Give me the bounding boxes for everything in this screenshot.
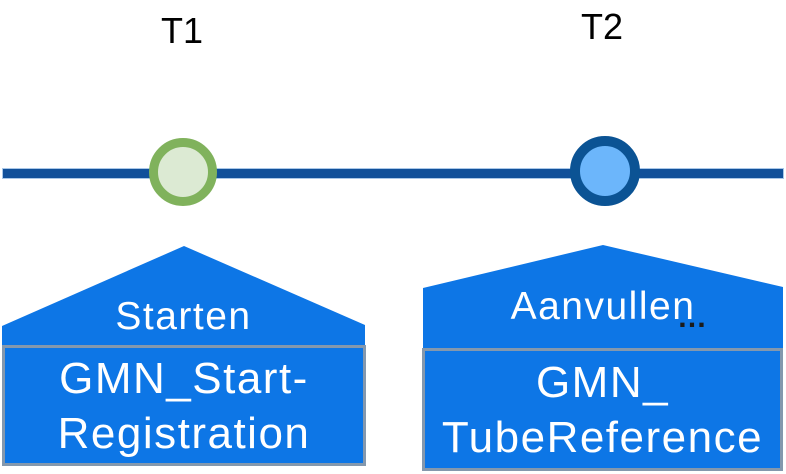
time-label-t2: T2 [580, 6, 623, 47]
t2-marker-circle [570, 136, 640, 206]
t2-action-pentagon: Aanvullen [423, 245, 783, 349]
t1-marker-circle [149, 138, 217, 206]
truncation-ellipsis: … [677, 301, 709, 334]
t1-action-pentagon: Starten [2, 246, 365, 347]
t2-message-line-2: TubeReference [441, 412, 764, 462]
t2-action-label: Aanvullen [510, 285, 696, 328]
t1-message-box: GMN_Start- Registration [2, 345, 366, 466]
t1-action-label: Starten [115, 295, 252, 338]
t2-message-line-1: GMN_ [535, 357, 670, 407]
t1-message-line-2: Registration [57, 408, 311, 458]
time-label-t1: T1 [160, 10, 203, 51]
t2-message-box: GMN_ TubeReference [422, 348, 783, 471]
t1-message-line-1: GMN_Start- [59, 353, 309, 403]
timeline-line [2, 168, 784, 179]
